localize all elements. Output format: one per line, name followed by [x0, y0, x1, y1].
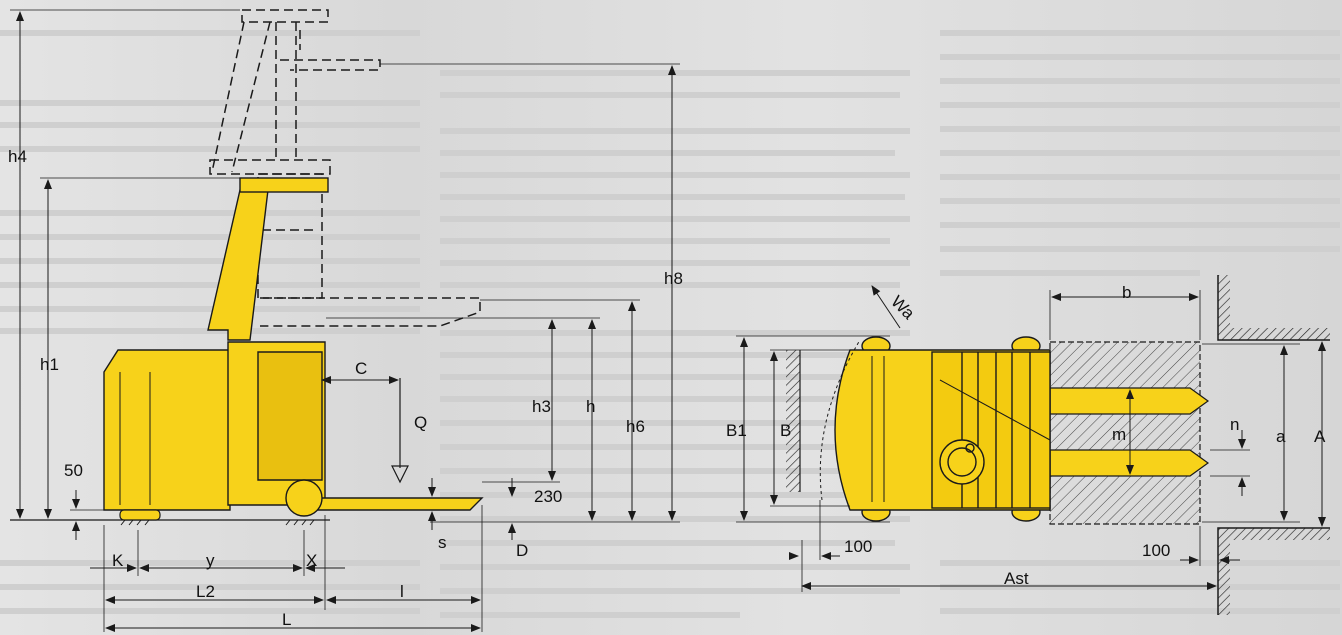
- label-h8: h8: [664, 269, 683, 288]
- label-y: y: [206, 551, 215, 570]
- rear-wheel: [119, 509, 161, 521]
- label-h4: h4: [8, 147, 27, 166]
- label-n: n: [1230, 415, 1239, 434]
- label-h6: h6: [626, 417, 645, 436]
- label-h1: h1: [40, 355, 59, 374]
- label-L2: L2: [196, 582, 215, 601]
- label-l: l: [400, 582, 404, 601]
- label-B: B: [780, 421, 791, 440]
- truck-body: [103, 177, 484, 511]
- label-Wa: Wa: [887, 292, 918, 323]
- label-B1: B1: [726, 421, 747, 440]
- label-b: b: [1122, 283, 1131, 302]
- label-X: X: [306, 551, 317, 570]
- label-s: s: [438, 533, 447, 552]
- load-area: [1049, 341, 1201, 525]
- top-view: [736, 275, 1330, 615]
- label-100-right: 100: [1142, 541, 1170, 560]
- truck-top-body: [834, 336, 1051, 522]
- label-C: C: [355, 359, 367, 378]
- label-D: D: [516, 541, 528, 560]
- label-100-left: 100: [844, 537, 872, 556]
- label-m: m: [1112, 425, 1126, 444]
- label-L: L: [282, 610, 291, 629]
- label-230: 230: [534, 487, 562, 506]
- label-Q: Q: [414, 413, 427, 432]
- label-h: h: [586, 397, 595, 416]
- fork-lower: [1049, 449, 1210, 477]
- label-a: a: [1276, 427, 1286, 446]
- side-view: [10, 9, 680, 632]
- dimension-labels: h4 h1 50 K y X L2 l L C Q h3 h h6 h8 230…: [8, 147, 1326, 629]
- front-wheel: [285, 479, 323, 517]
- label-50: 50: [64, 461, 83, 480]
- fork-upper: [1049, 387, 1210, 415]
- raised-mast-outline: [209, 9, 481, 327]
- label-h3: h3: [532, 397, 551, 416]
- label-Ast: Ast: [1004, 569, 1029, 588]
- label-A: A: [1314, 427, 1326, 446]
- label-K: K: [112, 551, 124, 570]
